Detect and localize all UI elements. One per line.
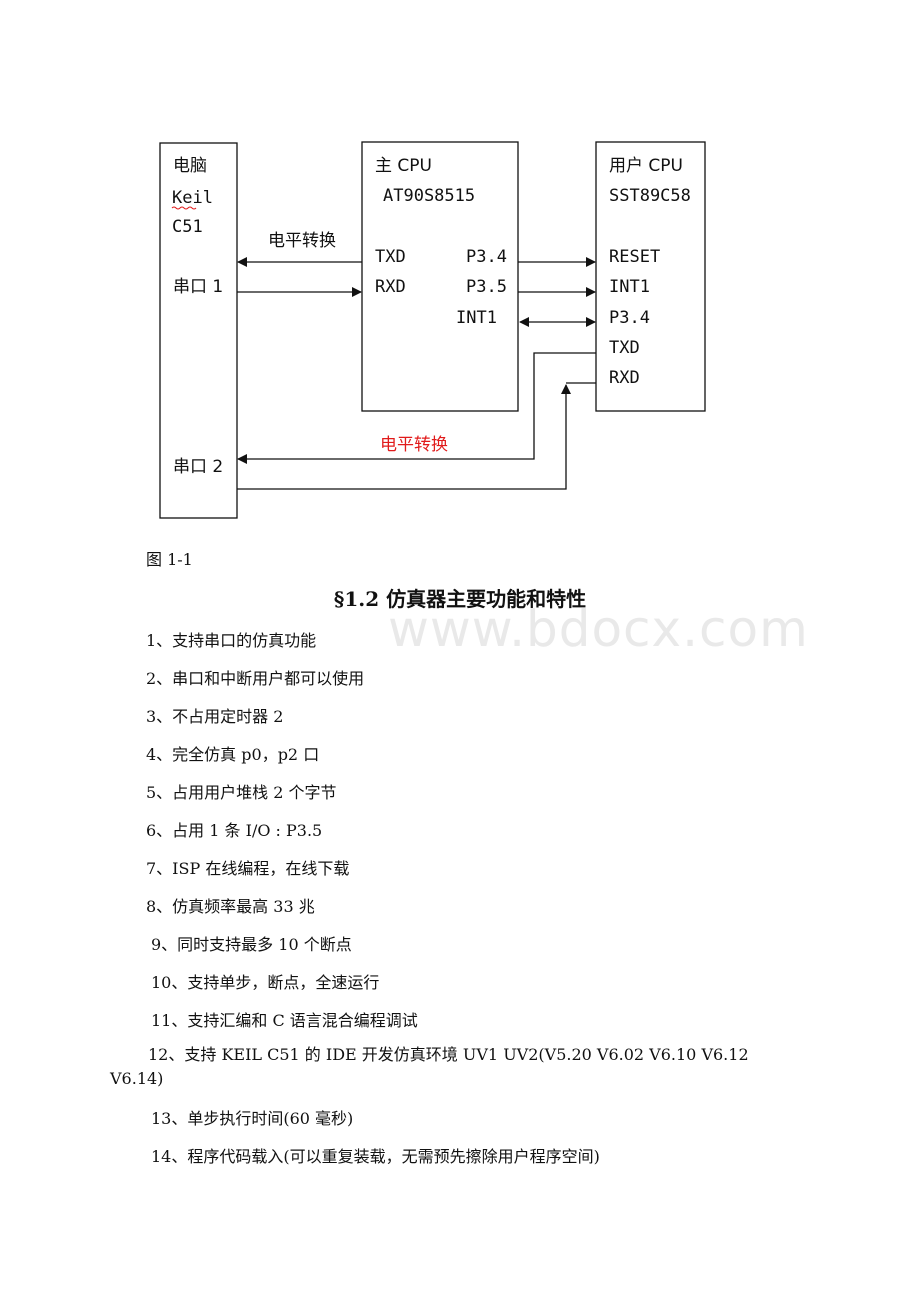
list-item: 10、支持单步，断点，全速运行 bbox=[151, 973, 380, 992]
user-cpu-rxd: RXD bbox=[609, 368, 640, 388]
figure-caption: 图 1-1 bbox=[146, 550, 193, 569]
list-item: 8、仿真频率最高 33 兆 bbox=[146, 897, 315, 916]
list-item: 6、占用 1 条 I/O : P3.5 bbox=[146, 821, 323, 840]
list-item: 3、不占用定时器 2 bbox=[146, 707, 284, 726]
user-cpu-int1: INT1 bbox=[609, 277, 650, 297]
list-item: 1、支持串口的仿真功能 bbox=[146, 631, 317, 650]
main-cpu-p35: P3.5 bbox=[466, 277, 507, 297]
user-cpu-reset: RESET bbox=[609, 247, 660, 267]
block-diagram: 电脑 Keil C51 串口 1 串口 2 主 CPU AT90S8515 TX… bbox=[159, 141, 706, 519]
pc-title: 电脑 bbox=[173, 156, 207, 176]
pc-port1-label: 串口 1 bbox=[173, 277, 223, 297]
spellcheck-underline bbox=[171, 206, 197, 210]
list-item: 12、支持 KEIL C51 的 IDE 开发仿真环境 UV1 UV2(V5.2… bbox=[110, 1045, 749, 1088]
pc-keil-label: Keil bbox=[172, 188, 213, 208]
section-heading: §1.2 仿真器主要功能和特性 bbox=[333, 587, 587, 611]
list-item: 13、单步执行时间(60 毫秒) bbox=[151, 1109, 354, 1128]
main-cpu-int1: INT1 bbox=[456, 308, 497, 328]
user-cpu-box bbox=[595, 141, 706, 412]
list-item: 4、完全仿真 p0，p2 口 bbox=[146, 745, 320, 764]
line-user-txd-to-port2 bbox=[237, 352, 596, 464]
list-item: 11、支持汇编和 C 语言混合编程调试 bbox=[151, 1011, 418, 1030]
list-item: 5、占用用户堆栈 2 个字节 bbox=[146, 783, 337, 802]
list-item: 9、同时支持最多 10 个断点 bbox=[151, 935, 352, 954]
line-port2-to-user-rxd bbox=[237, 384, 571, 490]
arrow-int1-p34-back-head bbox=[519, 317, 529, 327]
list-item: 2、串口和中断用户都可以使用 bbox=[146, 669, 365, 688]
level-shift-label-top: 电平转换 bbox=[268, 231, 336, 251]
pc-c51-label: C51 bbox=[172, 217, 203, 237]
user-cpu-title: 用户 CPU bbox=[609, 156, 683, 176]
main-cpu-p34: P3.4 bbox=[466, 247, 507, 267]
main-cpu-rxd: RXD bbox=[375, 277, 406, 297]
pc-box bbox=[159, 142, 238, 519]
main-cpu-model: AT90S8515 bbox=[383, 186, 475, 206]
list-item: 7、ISP 在线编程，在线下载 bbox=[146, 859, 350, 878]
user-cpu-txd: TXD bbox=[609, 338, 640, 358]
watermark: www.bdocx.com bbox=[388, 600, 809, 658]
main-cpu-title: 主 CPU bbox=[375, 156, 432, 176]
user-cpu-p34: P3.4 bbox=[609, 308, 650, 328]
main-cpu-box bbox=[361, 141, 519, 412]
pc-port2-label: 串口 2 bbox=[173, 457, 223, 477]
main-cpu-txd: TXD bbox=[375, 247, 406, 267]
list-item: 14、程序代码载入(可以重复装载，无需预先擦除用户程序空间) bbox=[151, 1147, 600, 1166]
user-cpu-model: SST89C58 bbox=[609, 186, 691, 206]
level-shift-label-bottom: 电平转换 bbox=[380, 435, 448, 455]
